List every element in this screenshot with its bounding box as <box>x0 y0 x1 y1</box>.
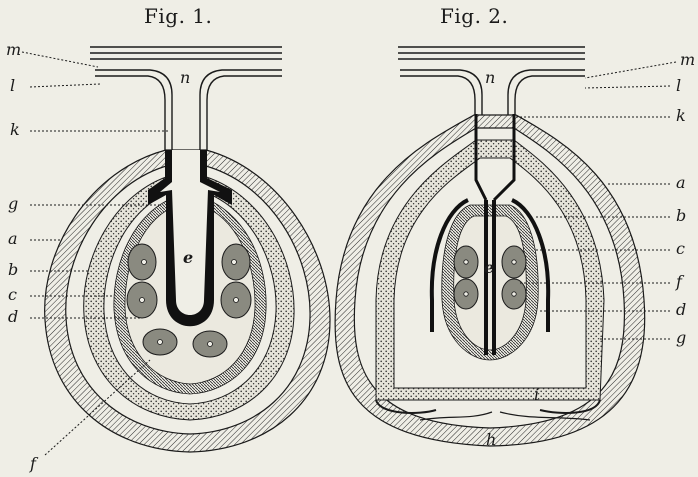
figure-1-title: Fig. 1. <box>144 4 212 28</box>
fig1-label-m: m <box>6 42 21 58</box>
fig2-label-a: a <box>676 175 686 191</box>
fig1-label-n: n <box>180 70 190 86</box>
fig2-label-h: h <box>486 432 496 448</box>
fig2-label-f: f <box>676 274 682 290</box>
fig2-label-k: k <box>676 108 686 124</box>
figure-2 <box>335 47 645 446</box>
fig1-label-e: e <box>183 250 193 266</box>
fig2-label-b: b <box>676 208 686 224</box>
fig2-label-m: m <box>680 52 695 68</box>
fig1-label-l: l <box>10 78 15 94</box>
fig2-label-l: l <box>676 78 681 94</box>
fig1-label-a: a <box>8 231 18 247</box>
fig2-label-g: g <box>676 330 686 346</box>
fig1-label-d: d <box>8 309 18 325</box>
fig2-label-c: c <box>676 241 685 257</box>
fig1-label-c: c <box>8 287 17 303</box>
fig2-label-n: n <box>485 70 495 86</box>
fig1-surface-lines <box>90 47 282 150</box>
fig1-label-g: g <box>8 196 18 212</box>
fig2-label-d: d <box>676 302 686 318</box>
fig2-label-e: e <box>484 260 494 276</box>
fig1-label-f: f <box>30 456 36 472</box>
figure-2-title: Fig. 2. <box>440 4 508 28</box>
fig1-label-b: b <box>8 262 18 278</box>
fig1-label-k: k <box>10 122 20 138</box>
fig2-label-i: i <box>534 387 539 403</box>
